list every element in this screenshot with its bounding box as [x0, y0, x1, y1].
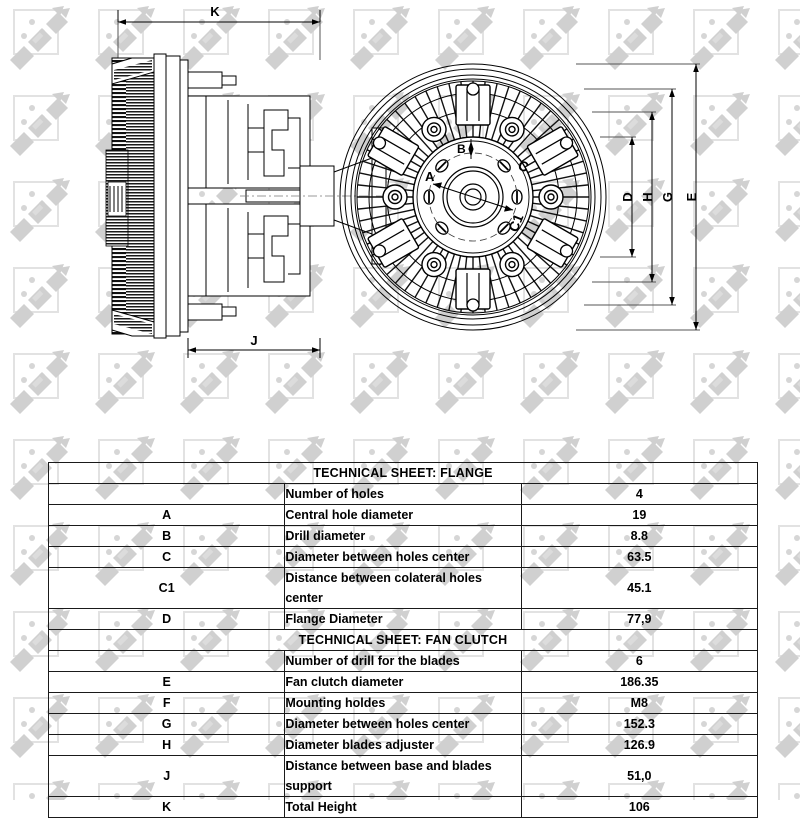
- row-letter: H: [47, 734, 286, 756]
- row-letter: G: [47, 713, 286, 735]
- row-letter: A: [47, 504, 286, 526]
- table-row: E Fan clutch diameter 186.35: [47, 671, 759, 693]
- front-view-vertical-dimensions: D H G E: [576, 63, 700, 331]
- row-value: 8.8: [520, 525, 759, 547]
- row-description: Distance between colateral holes center: [284, 567, 522, 609]
- row-value: 152.3: [520, 713, 759, 735]
- row-description: Diameter between holes center: [284, 546, 522, 568]
- row-value: 4: [520, 483, 759, 505]
- table-row: F Mounting holdes M8: [47, 692, 759, 714]
- row-description: Central hole diameter: [284, 504, 522, 526]
- callout-label-B: B: [457, 142, 466, 156]
- mounting-holes-outer: [372, 82, 574, 312]
- row-value: 19: [520, 504, 759, 526]
- row-description: Diameter blades adjuster: [284, 734, 522, 756]
- table-row: C1 Distance between colateral holes cent…: [47, 567, 759, 609]
- row-description: Number of holes: [284, 483, 522, 505]
- row-description: Mounting holdes: [284, 692, 522, 714]
- table-section-header-row: TECHNICAL SHEET: FLANGE: [48, 462, 758, 484]
- table-row: J Distance between base and blades suppo…: [47, 755, 759, 797]
- central-hub: [442, 166, 504, 228]
- callout-label-C: C: [516, 157, 531, 175]
- row-description: Diameter between holes center: [284, 713, 522, 735]
- dimension-label-K: K: [210, 4, 220, 19]
- row-letter: D: [47, 608, 286, 630]
- fan-clutch-front-view: A B C C1: [339, 63, 607, 331]
- row-value: 45.1: [520, 567, 759, 609]
- dimension-D: [600, 136, 636, 258]
- row-letter: J: [47, 755, 286, 797]
- row-description: Distance between base and blades support: [284, 755, 522, 797]
- table-row: Number of drill for the blades 6: [47, 650, 759, 672]
- clutch-internal-bracket: [187, 71, 311, 321]
- flange-drill-holes: [423, 159, 523, 235]
- technical-sheet-table: TECHNICAL SHEET: FLANGE Number of holes …: [47, 462, 759, 818]
- table-row: D Flange Diameter 77,9: [47, 608, 759, 630]
- radial-blade-ring: [357, 81, 589, 313]
- row-letter: [47, 650, 286, 672]
- row-letter: C: [47, 546, 286, 568]
- table-section-header-row: TECHNICAL SHEET: FAN CLUTCH: [48, 629, 758, 651]
- spec-table: TECHNICAL SHEET: FLANGE Number of holes …: [47, 462, 759, 818]
- dimension-label-G: G: [660, 192, 675, 202]
- row-description: Fan clutch diameter: [284, 671, 522, 693]
- dimension-J: [187, 338, 321, 358]
- table-row: B Drill diameter 8.8: [47, 525, 759, 547]
- dimension-G: [584, 88, 676, 306]
- dimension-label-J: J: [250, 333, 257, 348]
- dimension-label-E: E: [684, 192, 699, 201]
- row-value: 51,0: [520, 755, 759, 797]
- dimension-B: [468, 139, 474, 159]
- table-row: G Diameter between holes center 152.3: [47, 713, 759, 735]
- dimension-E: [576, 63, 700, 331]
- row-value: 63.5: [520, 546, 759, 568]
- table-row: A Central hole diameter 19: [47, 504, 759, 526]
- row-letter: F: [47, 692, 286, 714]
- dimension-H: [592, 111, 656, 283]
- row-value: 77,9: [520, 608, 759, 630]
- dimension-label-H: H: [640, 192, 655, 201]
- callout-label-C1: C1: [505, 211, 527, 234]
- row-description: Number of drill for the blades: [284, 650, 522, 672]
- row-value: 6: [520, 650, 759, 672]
- row-value: M8: [520, 692, 759, 714]
- row-letter: E: [47, 671, 286, 693]
- callout-label-A: A: [425, 169, 435, 184]
- table-row: Number of holes 4: [47, 483, 759, 505]
- dimension-A: [432, 182, 514, 212]
- dimension-label-D: D: [620, 192, 635, 201]
- blade-adjuster-bosses: [382, 116, 564, 278]
- fan-clutch-side-view: K: [105, 4, 392, 358]
- row-description: Drill diameter: [284, 525, 522, 547]
- table-row: C Diameter between holes center 63.5: [47, 546, 759, 568]
- table-row: H Diameter blades adjuster 126.9: [47, 734, 759, 756]
- cooling-fin-stack: [105, 57, 156, 337]
- clutch-housing-body: [153, 53, 189, 339]
- section-title-flange: TECHNICAL SHEET: FLANGE: [48, 462, 758, 484]
- row-value: 126.9: [520, 734, 759, 756]
- dimension-K: [117, 10, 321, 30]
- row-value: 186.35: [520, 671, 759, 693]
- row-letter: [47, 483, 286, 505]
- blade-mount-pads: [367, 84, 579, 310]
- section-title-fan-clutch: TECHNICAL SHEET: FAN CLUTCH: [48, 629, 758, 651]
- row-description: Flange Diameter: [284, 608, 522, 630]
- flange-hub-taper: [245, 127, 387, 265]
- row-letter: C1: [47, 567, 286, 609]
- row-letter: B: [47, 525, 286, 547]
